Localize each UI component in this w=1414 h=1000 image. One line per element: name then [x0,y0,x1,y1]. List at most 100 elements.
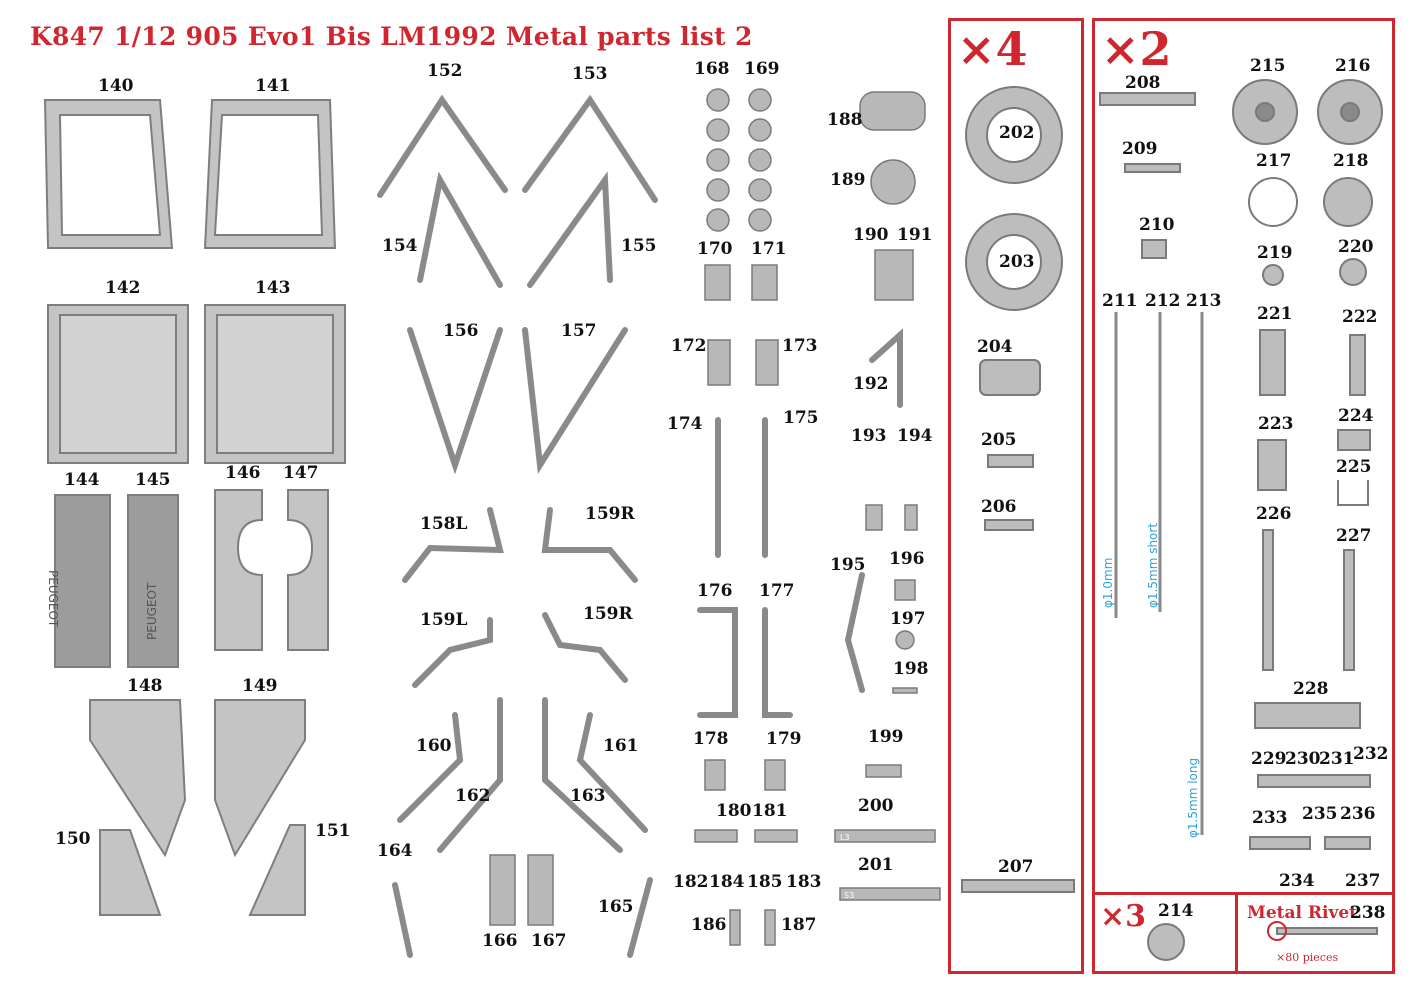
label-200: 200 [858,796,894,816]
label-207: 207 [998,857,1034,877]
label-149: 149 [242,676,278,696]
label-222: 222 [1342,307,1378,327]
label-169: 169 [744,59,780,79]
part-226-shape [1262,529,1274,671]
part-160-shape [397,712,464,823]
label-175: 175 [783,408,819,428]
label-196: 196 [889,549,925,569]
part-219-shape [1262,264,1284,286]
part-227-shape [1343,549,1355,671]
label-150: 150 [55,829,91,849]
label-183: 183 [786,872,822,892]
part-154-shape [417,171,503,288]
label-160: 160 [416,736,452,756]
label-201: 201 [858,855,894,875]
label-229: 229 [1251,749,1287,769]
part-196-shape [894,579,916,601]
part-209-shape [1124,163,1181,173]
part-179-shape [764,759,786,791]
label-190: 190 [853,225,889,245]
part-159L-shape [412,617,493,688]
label-171: 171 [751,239,787,259]
label-146: 146 [225,463,261,483]
label-198: 198 [893,659,929,679]
part-194-shape [904,504,918,531]
label-217: 217 [1256,151,1292,171]
part-225-shape [1337,480,1369,506]
part-159R-b-shape [542,612,628,683]
label-185: 185 [747,872,783,892]
label-170: 170 [697,239,733,259]
label-218: 218 [1333,151,1369,171]
part-165-shape [627,877,653,958]
part-164-shape [392,882,413,958]
part-159R-a-shape [541,507,638,583]
part-153-shape [522,94,658,203]
label-164: 164 [377,841,413,861]
label-154: 154 [382,236,418,256]
metal-rivet-title: Metal Rivet [1247,903,1358,923]
engraving-200: L3 [840,833,850,842]
part-161-shape [576,712,648,833]
rod-211-note: φ1.0mm [1101,557,1115,608]
label-191: 191 [897,225,933,245]
part-192-shape [869,328,903,408]
part-148-shape [89,699,187,858]
label-216: 216 [1335,56,1371,76]
part-178-shape [704,759,726,791]
engraving-144: PEUGEOT [46,570,60,628]
part-141-shape [203,99,337,249]
label-230: 230 [1285,749,1321,769]
part-155-shape [527,171,613,288]
group-x4-label: ×4 [957,22,1028,76]
part-220-shape [1339,258,1367,286]
label-148: 148 [127,676,163,696]
label-167: 167 [531,931,567,951]
label-176: 176 [697,581,733,601]
part-145-shape [127,494,179,668]
rod-212-note: φ1.5mm short [1146,522,1160,608]
label-172: 172 [671,336,707,356]
part-149-shape [214,699,306,858]
part-170-shape [704,264,731,301]
label-192: 192 [853,374,889,394]
label-227: 227 [1336,526,1372,546]
part-197-shape [895,630,915,650]
part-156-shape [407,327,503,475]
rod-213-note: φ1.5mm long [1186,757,1200,838]
label-152: 152 [427,61,463,81]
part-193-shape [865,504,883,531]
part-188-shape [859,91,926,131]
part-205-shape [987,454,1034,468]
label-195: 195 [830,555,866,575]
label-153: 153 [572,64,608,84]
part-238-shape [1276,927,1378,935]
label-210: 210 [1139,215,1175,235]
label-199: 199 [868,727,904,747]
part-190-191-shape [874,249,914,301]
group-x2-label: ×2 [1101,22,1172,76]
label-212: 212 [1145,291,1181,311]
part-204-shape [979,359,1041,396]
label-209: 209 [1122,139,1158,159]
part-163-shape [542,697,623,853]
label-204: 204 [977,337,1013,357]
part-199-shape [865,764,902,778]
part-157-shape [522,327,628,474]
label-166: 166 [482,931,518,951]
label-203: 203 [999,252,1035,272]
label-177: 177 [759,581,795,601]
part-218-shape [1323,177,1373,227]
part-167-shape [527,854,554,926]
label-235: 235 [1302,804,1338,824]
label-159R-a: 159R [585,504,635,524]
label-180: 180 [716,801,752,821]
part-186-shape [729,909,741,946]
label-159L: 159L [420,610,468,630]
part-172-shape [707,339,731,386]
label-206: 206 [981,497,1017,517]
label-234: 234 [1279,871,1315,891]
part-151-shape [248,824,306,916]
label-193: 193 [851,426,887,446]
part-144-shape [54,494,111,668]
